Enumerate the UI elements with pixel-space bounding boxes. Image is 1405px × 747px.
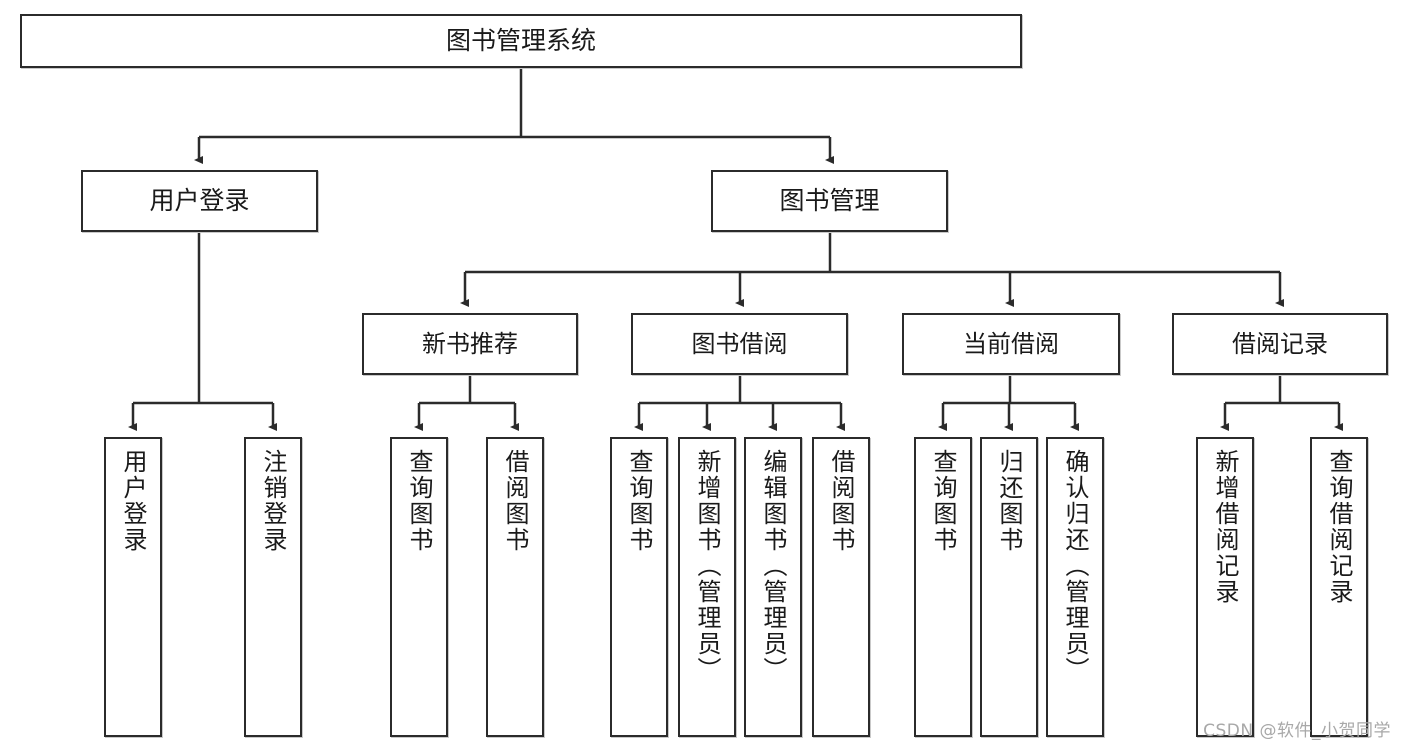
node-label: 查询图书	[405, 449, 433, 553]
node-label: 新增借阅记录	[1211, 449, 1239, 605]
node-label: 新增图书（管理员）	[693, 449, 721, 683]
node-user-login[interactable]: 用户登录	[81, 170, 318, 232]
node-leaf-user-login[interactable]: 用户登录	[104, 437, 162, 737]
node-book-manage[interactable]: 图书管理	[711, 170, 948, 232]
node-leaf-rec-borrow-book[interactable]: 借阅图书	[486, 437, 544, 737]
node-leaf-br-query-record[interactable]: 查询借阅记录	[1310, 437, 1368, 737]
node-leaf-bb-add-book[interactable]: 新增图书（管理员）	[678, 437, 736, 737]
watermark-text: CSDN @软件_小贺同学	[1203, 721, 1391, 741]
node-label: 编辑图书（管理员）	[759, 449, 787, 683]
node-label: 新书推荐	[422, 329, 518, 358]
node-leaf-bb-edit-book[interactable]: 编辑图书（管理员）	[744, 437, 802, 737]
node-leaf-rec-query-book[interactable]: 查询图书	[390, 437, 448, 737]
node-leaf-br-add-record[interactable]: 新增借阅记录	[1196, 437, 1254, 737]
node-leaf-bb-query-book[interactable]: 查询图书	[610, 437, 668, 737]
node-label: 当前借阅	[963, 329, 1059, 358]
node-label: 注销登录	[259, 449, 287, 553]
node-leaf-cb-query-book[interactable]: 查询图书	[914, 437, 972, 737]
node-label: 查询借阅记录	[1325, 449, 1353, 605]
node-leaf-bb-borrow-book[interactable]: 借阅图书	[812, 437, 870, 737]
node-label: 归还图书	[995, 449, 1023, 553]
node-leaf-cb-return-book[interactable]: 归还图书	[980, 437, 1038, 737]
node-label: 用户登录	[149, 186, 250, 216]
node-label: 查询图书	[625, 449, 653, 553]
node-label: 用户登录	[119, 449, 147, 553]
node-new-book-recommend[interactable]: 新书推荐	[362, 313, 578, 375]
node-label: 借阅记录	[1232, 329, 1328, 358]
node-label: 图书管理系统	[445, 26, 596, 56]
node-borrow-record[interactable]: 借阅记录	[1172, 313, 1388, 375]
node-leaf-cb-confirm-return[interactable]: 确认归还（管理员）	[1046, 437, 1104, 737]
node-book-borrow[interactable]: 图书借阅	[631, 313, 848, 375]
node-label: 查询图书	[929, 449, 957, 553]
node-label: 图书借阅	[691, 329, 788, 358]
node-label: 图书管理	[779, 186, 880, 216]
node-current-borrow[interactable]: 当前借阅	[902, 313, 1120, 375]
node-label: 借阅图书	[501, 449, 529, 553]
node-label: 确认归还（管理员）	[1061, 449, 1089, 683]
node-label: 借阅图书	[827, 449, 855, 553]
node-root-system[interactable]: 图书管理系统	[20, 14, 1022, 68]
node-leaf-user-logout[interactable]: 注销登录	[244, 437, 302, 737]
